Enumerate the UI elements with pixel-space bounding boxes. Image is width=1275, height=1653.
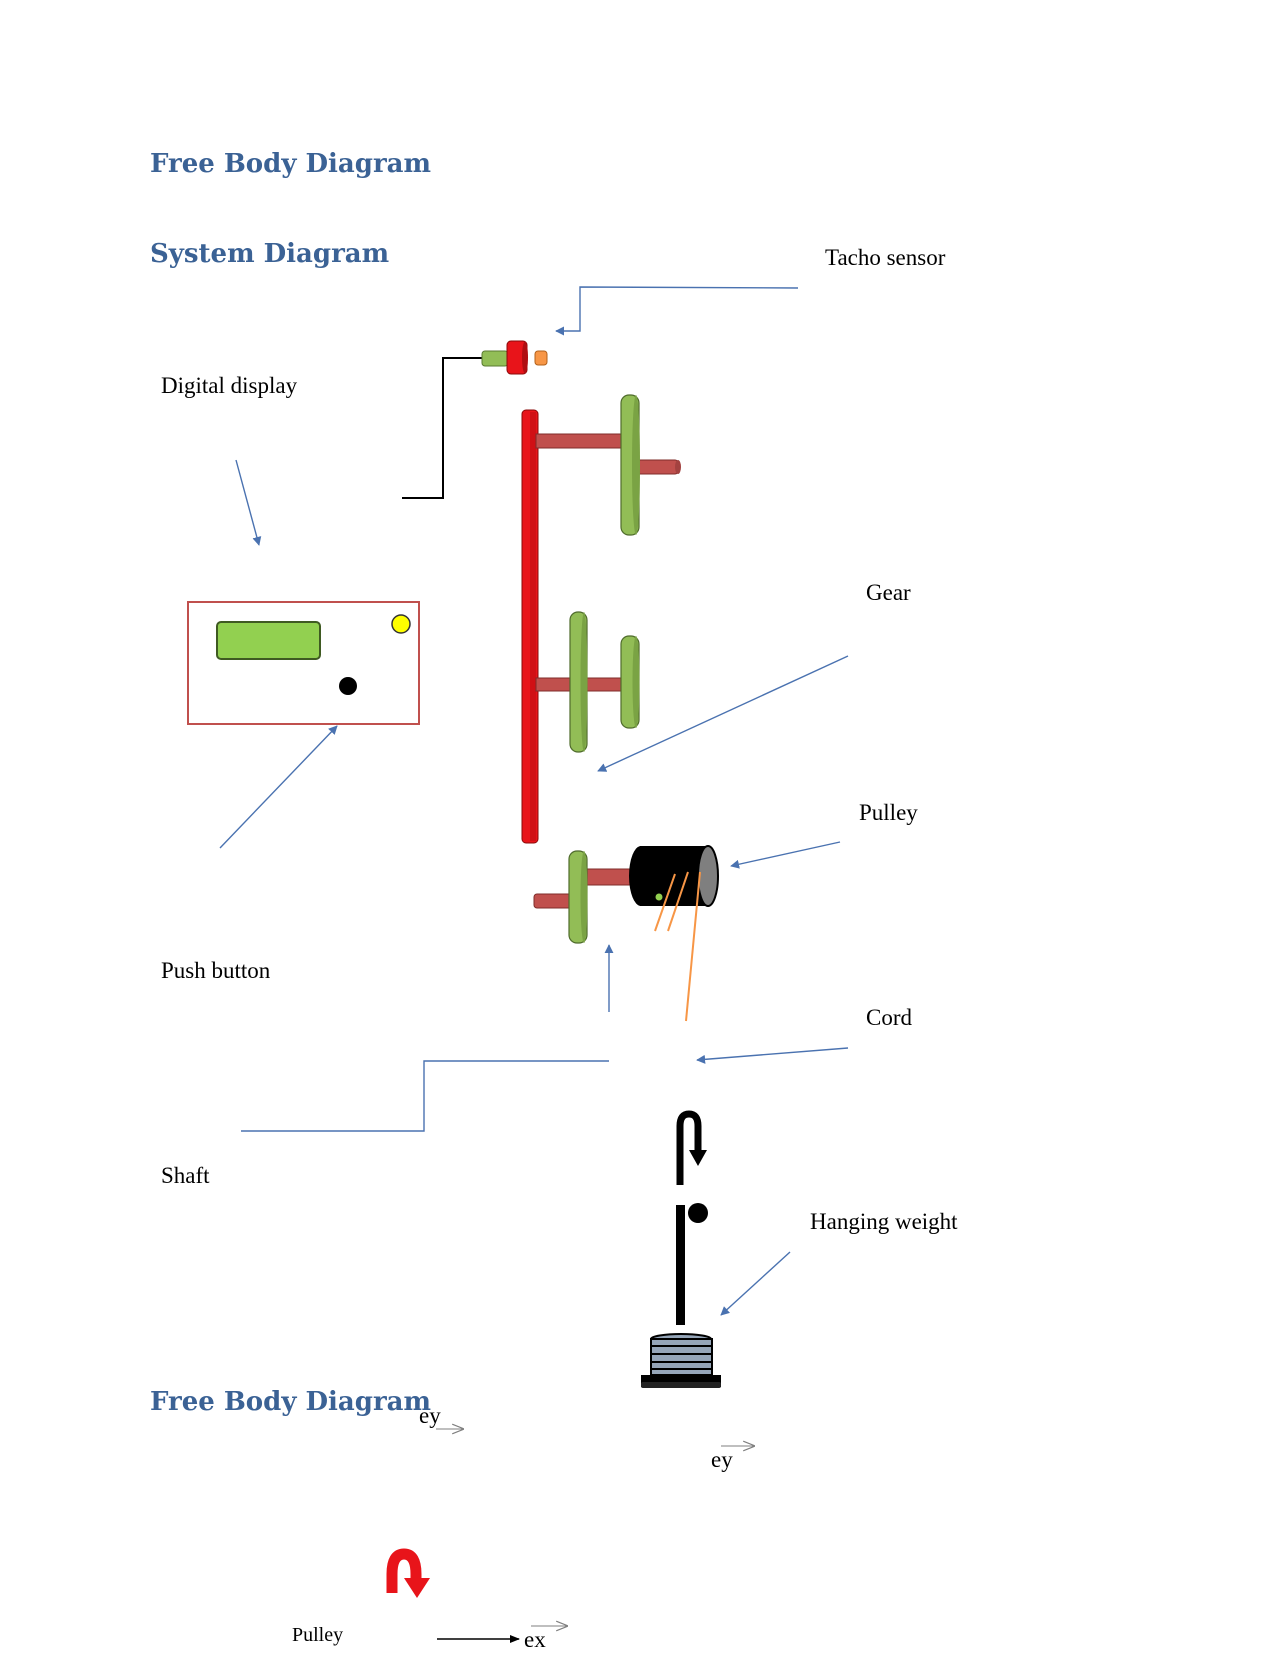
push-button: [339, 677, 357, 695]
ex-label: ex: [524, 1627, 546, 1652]
digital-display: [187, 601, 420, 725]
drive-belt: [521, 409, 539, 844]
digital-display-leader: [235, 459, 262, 546]
pulley-label: Pulley: [859, 800, 918, 825]
fbd-vectors: [436, 1429, 754, 1643]
ey-left-label: ey: [419, 1403, 441, 1428]
moment-arrow: [386, 1548, 430, 1598]
upper-gear-assembly: [535, 394, 681, 536]
indicator-light: [391, 614, 411, 634]
middle-gear-assembly: [535, 611, 640, 753]
cord-leader: [696, 1047, 849, 1064]
digital-display-label: Digital display: [161, 373, 298, 398]
shaft-leader: [241, 1060, 609, 1132]
gear-label: Gear: [866, 580, 911, 605]
push-button-leader: [219, 725, 338, 849]
push-button-label: Push button: [161, 958, 271, 983]
cord-label: Cord: [866, 1005, 912, 1030]
pulley-drum: [629, 845, 719, 907]
tacho-sensor-label: Tacho sensor: [825, 245, 946, 270]
pulley-leader: [730, 841, 841, 869]
weight-hook: [676, 1110, 708, 1325]
display-screen: [216, 621, 321, 660]
ey-right-label: ey: [711, 1447, 733, 1472]
tacho-sensor: [481, 340, 548, 375]
tacho-sensor-leader: [555, 286, 799, 336]
shaft-label: Shaft: [161, 1163, 210, 1188]
system-diagram-heading: System Diagram: [150, 239, 390, 269]
hanging-weight: [641, 1333, 721, 1388]
page-title: Free Body Diagram: [150, 149, 431, 179]
gear-leader: [597, 655, 849, 772]
cord: [654, 871, 701, 1022]
hanging-weight-leader: [720, 1251, 791, 1316]
leader-lines: [219, 286, 849, 1316]
fbd-pulley-label: Pulley: [292, 1624, 344, 1646]
sensor-wire: [402, 357, 482, 499]
hanging-weight-label: Hanging weight: [810, 1209, 958, 1234]
lower-gear-assembly: [533, 850, 641, 944]
free-body-diagram-heading: Free Body Diagram: [150, 1387, 431, 1417]
